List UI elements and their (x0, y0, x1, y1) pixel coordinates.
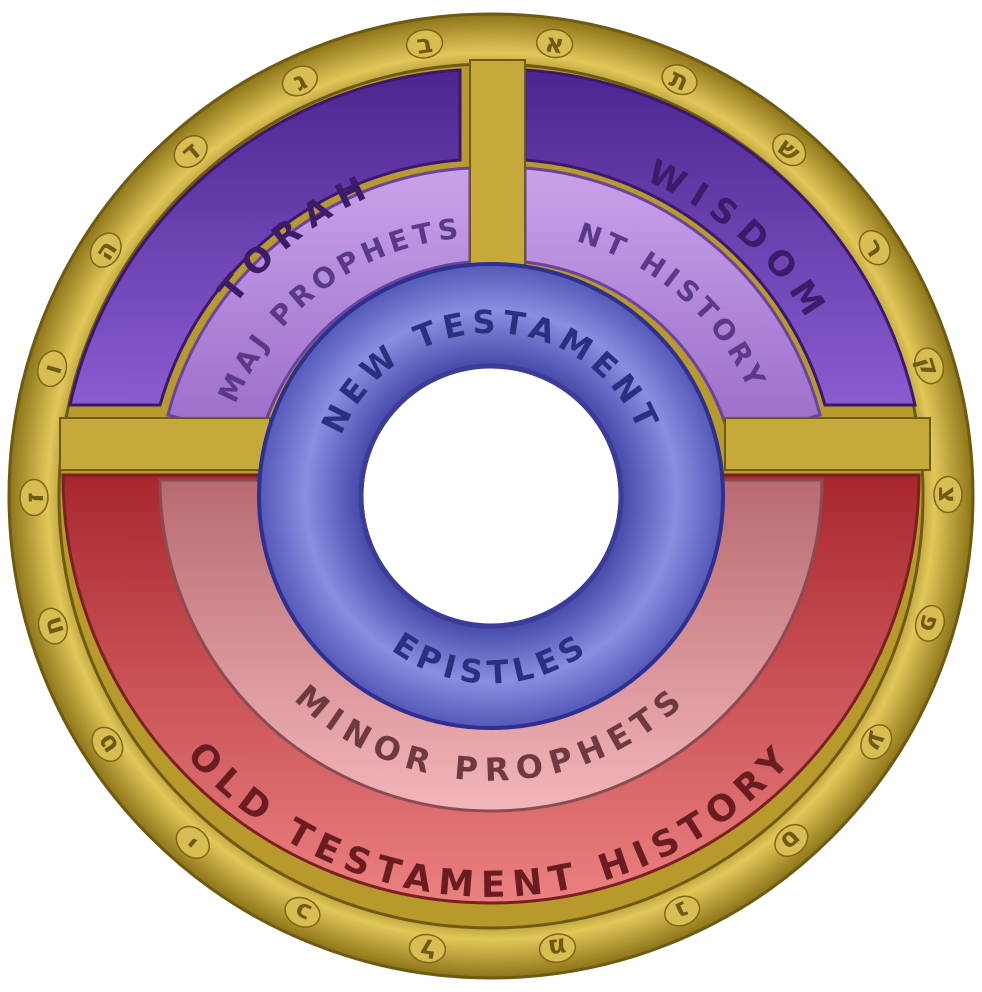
center-hole (361, 366, 621, 626)
divider-right (725, 418, 930, 470)
hebrew-letter: צ (932, 486, 962, 503)
divider-top (470, 60, 525, 265)
hebrew-letter: ז (20, 492, 50, 503)
divider-left (60, 418, 270, 470)
